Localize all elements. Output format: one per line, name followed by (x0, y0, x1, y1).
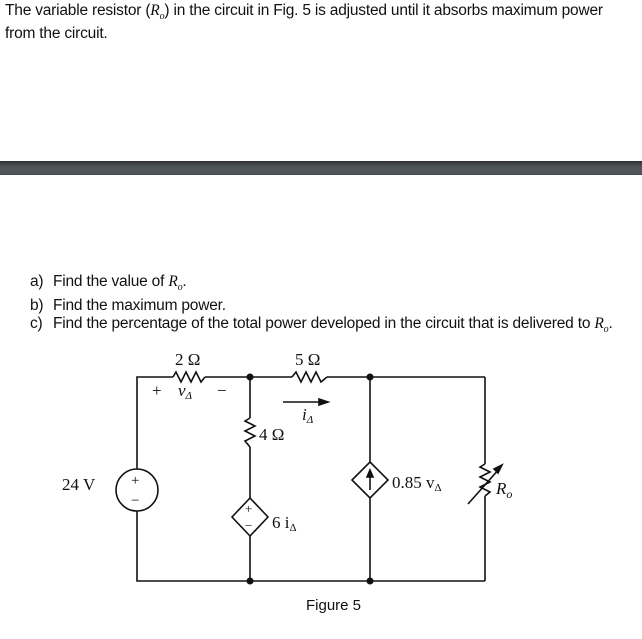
problem-statement: The variable resistor (Ro) in the circui… (5, 2, 635, 42)
ro-sub: o (506, 487, 512, 501)
delta-sub: Δ (435, 482, 442, 494)
question-body: Find the percentage of the total power d… (53, 315, 595, 333)
question-b: b) Find the maximum power. (30, 297, 630, 315)
vdelta-plus: + (152, 381, 162, 400)
question-text: Find the percentage of the total power d… (53, 315, 613, 339)
node-dot (246, 373, 254, 381)
delta-sub: Δ (185, 390, 192, 402)
question-a: a) Find the value of Ro. (30, 273, 630, 297)
intro-text-end: ) in the circuit in Fig. 5 is adjusted u… (5, 2, 603, 43)
label-2-ohm: 2 Ω (175, 350, 200, 369)
current-arrow-icon (283, 397, 331, 407)
question-text: Find the value of Ro. (53, 273, 187, 297)
question-tail: . (182, 273, 187, 290)
question-label: c) (30, 315, 43, 333)
ro-symbol: Ro (594, 315, 609, 336)
variable-arrow (467, 463, 504, 505)
question-body: Find the maximum power. (53, 297, 226, 315)
label-5-ohm: 5 Ω (295, 350, 320, 369)
label-idelta: iΔ (302, 405, 313, 426)
node-dot (246, 577, 254, 585)
vccs-value: 0.85 v (392, 473, 435, 492)
dependent-current-source (350, 460, 390, 500)
ccvs-value: 6 i (272, 513, 290, 532)
arrow-up-icon (365, 467, 375, 490)
source-minus: − (131, 493, 139, 509)
label-ro: Ro (495, 479, 512, 501)
dependent-voltage-source (230, 496, 270, 538)
junction-nodes (246, 373, 374, 585)
label-4-ohm: 4 Ω (259, 425, 284, 444)
vdelta-minus: − (217, 381, 227, 400)
intro-text: The variable resistor ( (5, 2, 151, 19)
ro-letter: R (168, 273, 178, 290)
node-dot (366, 577, 374, 585)
label-24v: 24 V (62, 475, 96, 494)
ro-symbol: Ro (150, 2, 165, 23)
resistor-5-ohm (291, 370, 328, 384)
delta-sub: Δ (306, 414, 313, 426)
source-plus: + (131, 473, 139, 489)
i-letter: i (302, 405, 307, 424)
question-body: Find the value of (53, 273, 169, 290)
voltage-source-24v (115, 468, 159, 512)
label-6idelta: 6 iΔ (272, 513, 297, 534)
delta-sub: Δ (289, 522, 296, 534)
question-list: a) Find the value of Ro. b) Find the maxim… (30, 273, 630, 339)
ro-sub: o (159, 11, 165, 23)
separator-bar (0, 161, 642, 175)
question-c: c) Find the percentage of the total power… (30, 315, 630, 339)
ro-symbol: Ro (168, 273, 183, 294)
label-085vdelta: 0.85 vΔ (392, 473, 442, 494)
v-letter: v (178, 381, 186, 400)
ro-letter: R (594, 315, 604, 333)
ro-sub: o (603, 324, 609, 336)
question-label: a) (30, 273, 44, 290)
ccvs-minus: − (245, 518, 252, 533)
label-vdelta: vΔ (178, 381, 192, 402)
ccvs-plus: + (245, 501, 252, 516)
variable-resistor-ro (478, 463, 492, 497)
ro-letter: R (495, 479, 507, 498)
resistor-4-ohm (243, 417, 257, 448)
question-label: b) (30, 297, 44, 315)
figure-caption: Figure 5 (306, 597, 362, 614)
question-tail: . (608, 315, 613, 333)
resistor-2-ohm (172, 370, 206, 384)
ro-letter: R (150, 2, 160, 19)
node-dot (366, 373, 374, 381)
ro-sub: o (177, 282, 183, 294)
